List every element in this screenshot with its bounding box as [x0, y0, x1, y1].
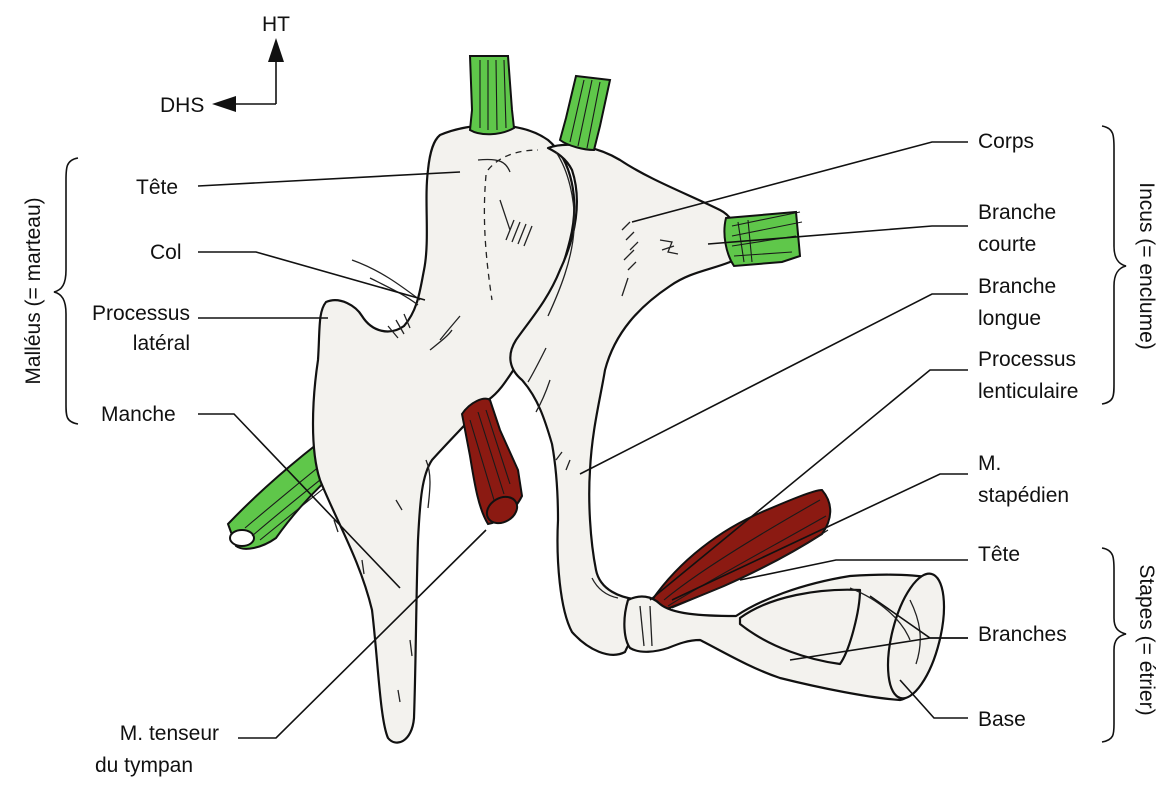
tensor-tympani-muscle: [462, 399, 522, 529]
up-arrow-head-icon: [268, 38, 284, 62]
orientation-arrows: HT DHS: [160, 13, 290, 117]
superior-incus-ligament: [560, 76, 610, 150]
label-lenticular-line2: lenticulaire: [978, 380, 1078, 403]
group-label-stapes: Stapes (= étrier): [1135, 564, 1158, 715]
label-long-branch-line2: longue: [978, 307, 1041, 330]
malleus-bone: [313, 125, 574, 743]
group-label-malleus: Malléus (= marteau): [22, 197, 45, 384]
label-short-branch-line2: courte: [978, 233, 1036, 256]
label-lenticular-line1: Processus: [978, 348, 1076, 371]
label-tensor-line1: M. tenseur: [120, 722, 219, 745]
incus-brace: [1102, 126, 1126, 404]
label-stapes-branches: Branches: [978, 623, 1067, 646]
malleus-brace: [54, 158, 78, 424]
stapes-brace: [1102, 548, 1126, 742]
label-malleus-neck: Col: [150, 241, 182, 264]
label-stapedius-line2: stapédien: [978, 484, 1069, 507]
orientation-left-label: DHS: [160, 94, 204, 117]
label-stapes-head: Tête: [978, 543, 1020, 566]
superior-malleus-ligament: [470, 56, 514, 134]
label-long-branch-line1: Branche: [978, 275, 1056, 298]
label-lateral-process-line1: Processus: [92, 302, 190, 325]
label-lateral-process-line2: latéral: [133, 332, 190, 355]
label-stapes-base: Base: [978, 708, 1026, 731]
group-label-incus: Incus (= enclume): [1135, 182, 1158, 350]
label-handle: Manche: [101, 403, 176, 426]
orientation-up-label: HT: [262, 13, 290, 36]
label-malleus-head: Tête: [136, 176, 178, 199]
label-incus-body: Corps: [978, 130, 1034, 153]
label-stapedius-line1: M.: [978, 452, 1001, 475]
label-short-branch-line1: Branche: [978, 201, 1056, 224]
left-arrow-head-icon: [212, 96, 236, 112]
label-tensor-line2: du tympan: [95, 754, 193, 777]
